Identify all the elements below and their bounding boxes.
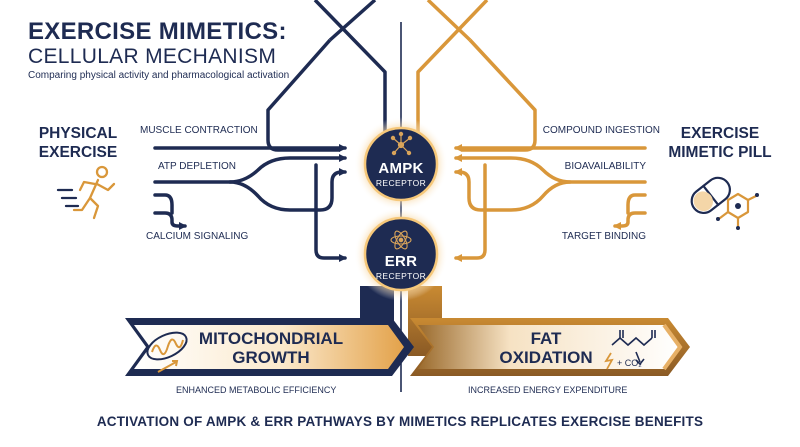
caption-left: ENHANCED METABOLIC EFFICIENCY <box>176 385 337 395</box>
receptor-ampk <box>354 117 448 211</box>
left-side-title: PHYSICAL EXERCISE <box>38 124 118 162</box>
ampk-sub: RECEPTOR <box>375 178 427 188</box>
right-step-3: TARGET BINDING <box>561 231 646 242</box>
receptor-err <box>354 207 448 301</box>
right-title-line2: MIMETIC PILL <box>668 144 772 161</box>
left-step-1: MUSCLE CONTRACTION <box>140 125 258 136</box>
effect-band-left <box>125 318 414 376</box>
ampk-receptor-label: AMPK RECEPTOR <box>363 160 439 188</box>
right-step-2: BIOAVAILABILITY <box>564 161 646 172</box>
co2-label: + CO₂ <box>617 358 642 368</box>
err-name: ERR <box>384 253 418 270</box>
left-step-3: CALCIUM SIGNALING <box>146 231 249 242</box>
ampk-name: AMPK <box>378 160 424 177</box>
mitochondria-icon <box>146 331 188 373</box>
molecule-network-icon <box>390 131 413 156</box>
left-arrows <box>153 144 347 262</box>
right-step-1: COMPOUND INGESTION <box>542 125 660 136</box>
right-arrows <box>454 144 647 262</box>
left-step-2: ATP DEPLETION <box>158 161 236 172</box>
right-title-line1: EXERCISE <box>680 125 760 142</box>
right-side-title: EXERCISE MIMETIC PILL <box>668 124 772 162</box>
caption-right: INCREASED ENERGY EXPENDITURE <box>468 385 628 395</box>
effect-right-line2: OXIDATION <box>499 348 593 367</box>
effect-left-line1: MITOCHONDRIAL <box>198 329 344 348</box>
footer-statement: ACTIVATION OF AMPK & ERR PATHWAYS BY MIM… <box>96 414 704 429</box>
effect-mitochondrial-growth: MITOCHONDRIAL GROWTH <box>196 329 346 367</box>
effect-fat-oxidation: FAT OXIDATION <box>496 329 596 367</box>
effect-left-line2: GROWTH <box>232 348 310 367</box>
err-sub: RECEPTOR <box>375 271 427 281</box>
left-title-line1: PHYSICAL <box>38 125 118 142</box>
running-person-icon <box>56 165 116 220</box>
effect-right-line1: FAT <box>530 329 562 348</box>
err-receptor-label: ERR RECEPTOR <box>363 253 439 281</box>
fatty-acid-icon <box>604 330 656 370</box>
page-title-line2: CELLULAR MECHANISM <box>28 45 277 68</box>
page-title-line1: EXERCISE MIMETICS: <box>28 18 287 45</box>
page-subtitle: Comparing physical activity and pharmaco… <box>28 70 290 81</box>
atom-icon <box>390 230 412 250</box>
pill-molecule-icon <box>690 176 759 230</box>
left-title-line2: EXERCISE <box>38 144 118 161</box>
